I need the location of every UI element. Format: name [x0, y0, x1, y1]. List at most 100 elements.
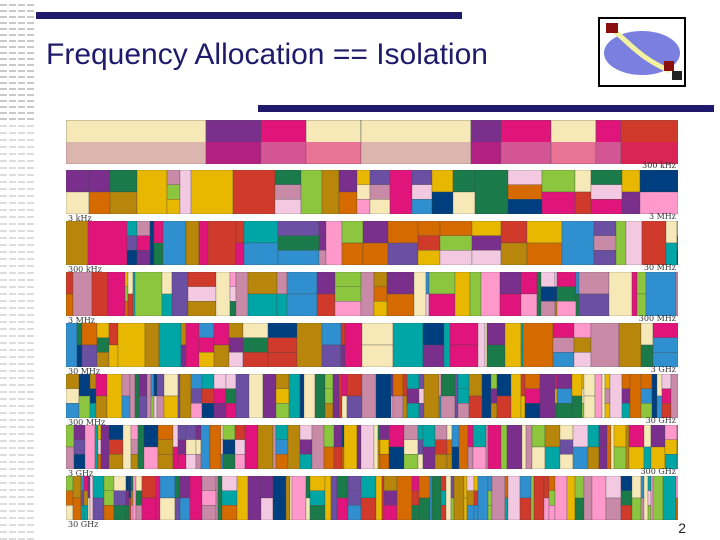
allocation-block	[605, 497, 622, 520]
allocation-block	[66, 272, 74, 295]
allocation-block	[383, 490, 398, 506]
allocation-block	[572, 425, 589, 448]
allocation-block	[656, 395, 663, 418]
allocation-block	[434, 454, 448, 469]
allocation-block	[153, 242, 164, 265]
allocation-block	[526, 242, 563, 265]
allocation-block	[472, 425, 487, 448]
allocation-block	[418, 374, 425, 389]
allocation-block	[92, 497, 105, 520]
allocation-block	[125, 505, 130, 520]
allocation-block	[377, 439, 381, 455]
allocation-block	[267, 323, 298, 338]
allocation-block	[590, 170, 623, 185]
title-underline	[258, 105, 714, 112]
allocation-block	[180, 323, 187, 346]
allocation-block	[95, 395, 108, 418]
allocation-block	[554, 476, 568, 520]
allocation-block	[490, 374, 498, 389]
allocation-block	[500, 221, 528, 244]
allocation-block	[411, 490, 420, 506]
allocation-block	[117, 323, 146, 367]
allocation-block	[153, 395, 158, 418]
allocation-block	[631, 476, 642, 499]
allocation-block	[467, 446, 474, 469]
allocation-block	[665, 242, 678, 265]
allocation-block	[543, 476, 550, 499]
allocation-block	[341, 446, 345, 469]
allocation-block	[299, 454, 313, 469]
allocation-block	[454, 272, 471, 316]
allocation-block	[650, 425, 666, 448]
allocation-block	[639, 191, 678, 214]
allocation-block	[76, 323, 83, 346]
allocation-block	[519, 497, 532, 520]
allocation-block	[425, 272, 430, 295]
allocation-block	[556, 286, 577, 302]
allocation-block	[220, 454, 224, 469]
allocation-block	[591, 476, 607, 520]
allocation-block	[486, 344, 506, 367]
allocation-block	[675, 272, 678, 316]
allocation-block	[477, 323, 486, 367]
allocation-block	[215, 476, 219, 520]
allocation-block	[311, 425, 325, 469]
allocation-block	[190, 403, 203, 418]
allocation-block	[574, 191, 592, 214]
allocation-block	[84, 425, 96, 469]
allocation-block	[490, 388, 498, 404]
allocation-block	[314, 374, 326, 418]
allocation-block	[440, 505, 447, 520]
allocation-block	[504, 476, 509, 499]
allocation-block	[108, 344, 119, 367]
allocation-block	[97, 439, 102, 455]
allocation-block	[661, 388, 672, 404]
allocation-block	[640, 323, 654, 346]
allocation-block	[519, 476, 532, 499]
allocation-block	[583, 476, 593, 520]
allocation-block	[97, 425, 102, 440]
allocation-block	[451, 446, 460, 469]
allocation-block	[135, 476, 143, 491]
allocation-block	[487, 505, 493, 520]
allocation-block	[78, 395, 91, 418]
allocation-block	[360, 425, 375, 469]
allocation-block	[608, 272, 633, 316]
allocation-block	[418, 476, 431, 499]
allocation-block	[341, 221, 364, 244]
allocation-block	[80, 505, 85, 520]
allocation-block	[180, 344, 187, 367]
allocation-block	[615, 221, 627, 265]
allocation-block	[587, 446, 600, 469]
allocation-block	[390, 374, 394, 397]
allocation-block	[621, 403, 631, 418]
allocation-block	[552, 352, 575, 367]
top-sub-block	[596, 142, 621, 164]
allocation-block	[289, 476, 293, 520]
allocation-block	[332, 374, 340, 418]
allocation-block	[340, 344, 346, 367]
allocation-block	[417, 250, 441, 265]
allocation-block	[446, 425, 453, 440]
allocation-block	[650, 446, 666, 469]
allocation-block	[106, 374, 123, 418]
band-end-label: 300 GHz	[640, 467, 676, 476]
allocation-block	[234, 439, 246, 455]
allocation-block	[533, 476, 545, 520]
allocation-block	[138, 374, 148, 397]
allocation-block	[341, 395, 348, 418]
allocation-block	[338, 191, 358, 214]
allocation-block	[504, 323, 522, 367]
allocation-block	[135, 490, 143, 506]
allocation-block	[161, 293, 173, 316]
allocation-block	[445, 476, 452, 520]
top-sub-block	[261, 142, 306, 164]
allocation-block	[388, 425, 405, 448]
allocation-block	[388, 446, 405, 469]
band-start-label: 3 GHz	[68, 469, 94, 478]
allocation-block	[127, 293, 134, 316]
allocation-block	[323, 446, 335, 469]
allocation-block	[423, 374, 440, 418]
allocation-block	[309, 490, 326, 506]
allocation-block	[590, 323, 620, 367]
